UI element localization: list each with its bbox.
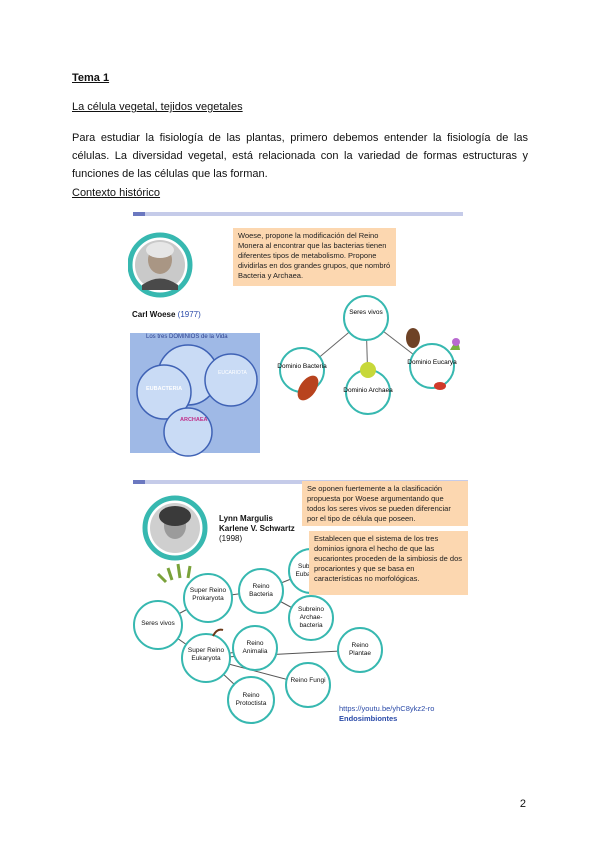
section-heading: Tema 1 xyxy=(72,72,109,84)
node-dominio-eucarya xyxy=(410,344,454,388)
intro-paragraph: Para estudiar la fisiología de las plant… xyxy=(72,129,528,183)
cell-decoration xyxy=(213,630,223,636)
woese-name-line: Carl Woese (1977) xyxy=(132,310,201,319)
margulis-note-1: Se oponen fuertemente a la clasificación… xyxy=(302,481,468,526)
endosimbiontes-label: Endosimbiontes xyxy=(339,714,397,723)
poster-title: Los tres DOMINIOS de la Vida xyxy=(146,334,228,340)
label-super-eukaryota: Super Reino Eukaryota xyxy=(182,647,230,663)
context-heading: Contexto histórico xyxy=(72,187,160,199)
page-number: 2 xyxy=(520,798,526,810)
label-seres-vivos-2: Seres vivos xyxy=(134,620,182,628)
section-subtitle: La célula vegetal, tejidos vegetales xyxy=(72,101,243,113)
label-reino-animalia: Reino Animalia xyxy=(235,640,275,656)
woese-year: (1977) xyxy=(178,310,201,319)
margulis-note-2: Establecen que el sistema de los tres do… xyxy=(309,531,468,595)
label-reino-bacteria: Reino Bacteria xyxy=(241,583,281,599)
woese-note: Woese, propone la modificación del Reino… xyxy=(233,228,396,286)
poster-archaea: ARCHAEA xyxy=(180,417,208,423)
poster-eucariota: EUCARIOTA xyxy=(218,370,247,376)
margulis-name-2: Karlene V. Schwartz xyxy=(219,524,295,534)
label-super-prokaryota: Super Reino Prokaryota xyxy=(184,587,232,603)
poster-eubacteria: EUBACTERIA xyxy=(146,386,182,392)
label-reino-plantae: Reino Plantae xyxy=(340,642,380,658)
decor-bar xyxy=(133,212,463,216)
woese-name: Carl Woese xyxy=(132,310,175,319)
margulis-name-1: Lynn Margulis xyxy=(219,514,295,524)
label-reino-protoctista: Reino Protoctista xyxy=(229,692,273,708)
node-reino-fungi xyxy=(286,663,330,707)
margulis-names: Lynn Margulis Karlene V. Schwartz (1998) xyxy=(219,514,295,544)
margulis-year: (1998) xyxy=(219,534,295,544)
label-reino-fungi: Reino Fungi xyxy=(288,677,328,685)
label-dominio-archaea: Dominio Archaea xyxy=(343,387,393,394)
archaea-illustration xyxy=(360,362,376,378)
flower-illustration xyxy=(452,338,460,346)
label-dominio-eucarya: Dominio Eucarya xyxy=(407,359,457,366)
endosimbiontes-link[interactable]: https://youtu.be/yhC8ykz2-ro xyxy=(339,704,434,713)
label-subreino-archaebacteria: Subreino Archae-bacteria xyxy=(289,606,333,630)
flagella-decoration xyxy=(158,564,190,582)
node-seres-vivos xyxy=(344,296,388,340)
label-seres-vivos: Seres vivos xyxy=(349,309,383,316)
mushroom-illustration xyxy=(434,382,446,390)
label-dominio-bacteria: Dominio Bacteria xyxy=(277,363,327,370)
bird-illustration xyxy=(406,328,420,348)
